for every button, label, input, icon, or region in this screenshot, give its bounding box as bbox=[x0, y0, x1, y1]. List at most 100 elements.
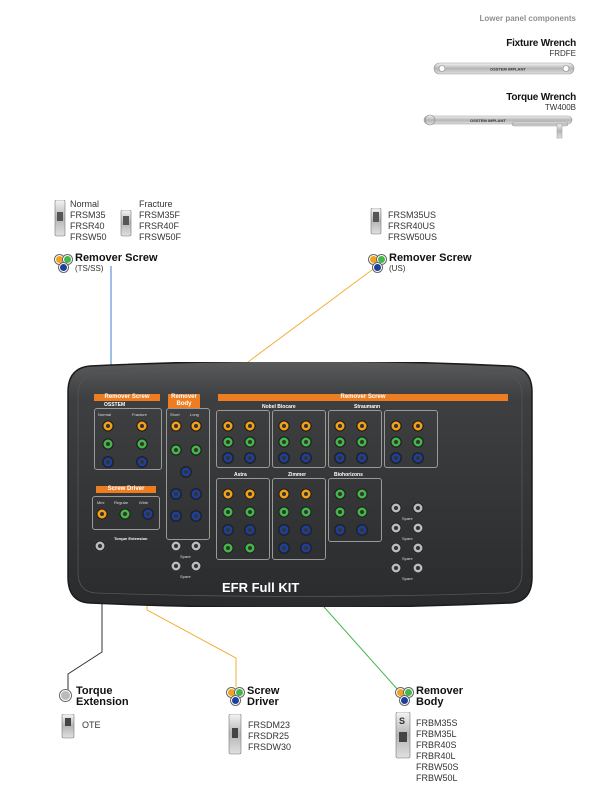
socket-slot[interactable] bbox=[390, 436, 402, 448]
socket-slot[interactable] bbox=[334, 436, 346, 448]
blue-dot-icon bbox=[231, 696, 240, 705]
spare-slot[interactable] bbox=[390, 502, 402, 514]
socket-slot[interactable] bbox=[102, 438, 114, 450]
socket-slot[interactable] bbox=[180, 466, 192, 478]
spare-slot[interactable] bbox=[190, 540, 202, 552]
code-item: FRBM35S bbox=[416, 718, 458, 728]
kit-label-wide: Wide bbox=[139, 500, 149, 505]
kit-straumann-label: Straumann bbox=[354, 404, 381, 410]
socket-slot[interactable] bbox=[170, 488, 182, 500]
socket-slot[interactable] bbox=[222, 506, 234, 518]
socket-slot[interactable] bbox=[142, 508, 154, 520]
torque-extension-slot[interactable] bbox=[94, 540, 106, 552]
socket-slot[interactable] bbox=[278, 524, 290, 536]
remover-body-icon: S bbox=[395, 712, 411, 759]
socket-slot[interactable] bbox=[334, 524, 346, 536]
col-head-normal: Normal bbox=[70, 199, 100, 209]
socket-slot[interactable] bbox=[96, 508, 108, 520]
socket-slot[interactable] bbox=[278, 436, 290, 448]
socket-slot[interactable] bbox=[170, 510, 182, 522]
code-item: FRSDR25 bbox=[248, 731, 290, 741]
socket-slot[interactable] bbox=[300, 452, 312, 464]
socket-slot[interactable] bbox=[222, 488, 234, 500]
socket-slot[interactable] bbox=[244, 420, 256, 432]
socket-slot[interactable] bbox=[244, 542, 256, 554]
socket-slot[interactable] bbox=[244, 436, 256, 448]
screw-driver-icon bbox=[228, 714, 242, 755]
socket-slot[interactable] bbox=[244, 488, 256, 500]
socket-slot[interactable] bbox=[244, 452, 256, 464]
spare-slot[interactable] bbox=[170, 540, 182, 552]
socket-slot[interactable] bbox=[390, 420, 402, 432]
socket-slot[interactable] bbox=[190, 420, 202, 432]
socket-slot[interactable] bbox=[170, 420, 182, 432]
torque-extension-icon bbox=[61, 714, 75, 739]
socket-slot[interactable] bbox=[222, 420, 234, 432]
kit-label-fracture: Fracture bbox=[132, 412, 147, 417]
socket-slot[interactable] bbox=[356, 488, 368, 500]
spare-slot[interactable] bbox=[412, 542, 424, 554]
blue-dot-icon bbox=[400, 696, 409, 705]
remover-body-title-1: Remover bbox=[416, 685, 464, 697]
spare-slot[interactable] bbox=[390, 522, 402, 534]
kit-biohorizons-section bbox=[328, 478, 382, 542]
socket-slot[interactable] bbox=[412, 452, 424, 464]
socket-slot[interactable] bbox=[300, 488, 312, 500]
kit-spare-label: Spare bbox=[402, 556, 413, 561]
socket-slot[interactable] bbox=[300, 524, 312, 536]
torque-wrench-info: Torque Wrench TW400B bbox=[506, 92, 576, 112]
socket-slot[interactable] bbox=[300, 420, 312, 432]
spare-slot[interactable] bbox=[190, 560, 202, 572]
torque-extension-label: Torque Extension bbox=[76, 686, 129, 708]
socket-slot[interactable] bbox=[356, 524, 368, 536]
socket-slot[interactable] bbox=[356, 452, 368, 464]
socket-slot[interactable] bbox=[356, 436, 368, 448]
socket-slot[interactable] bbox=[334, 420, 346, 432]
socket-slot[interactable] bbox=[334, 488, 346, 500]
spare-slot[interactable] bbox=[390, 562, 402, 574]
socket-slot[interactable] bbox=[136, 438, 148, 450]
code-item: OTE bbox=[82, 720, 101, 730]
socket-slot[interactable] bbox=[190, 488, 202, 500]
green-dot-icon bbox=[377, 255, 386, 264]
socket-slot[interactable] bbox=[334, 452, 346, 464]
socket-slot[interactable] bbox=[278, 506, 290, 518]
socket-slot[interactable] bbox=[244, 506, 256, 518]
socket-slot[interactable] bbox=[136, 456, 148, 468]
socket-slot[interactable] bbox=[278, 542, 290, 554]
socket-slot[interactable] bbox=[222, 452, 234, 464]
socket-slot[interactable] bbox=[300, 436, 312, 448]
socket-slot[interactable] bbox=[190, 510, 202, 522]
socket-slot[interactable] bbox=[300, 506, 312, 518]
kit-biohorizons-label: Biohorizons bbox=[334, 472, 363, 478]
socket-slot[interactable] bbox=[390, 452, 402, 464]
socket-slot[interactable] bbox=[300, 542, 312, 554]
socket-slot[interactable] bbox=[222, 524, 234, 536]
socket-slot[interactable] bbox=[412, 436, 424, 448]
socket-slot[interactable] bbox=[244, 524, 256, 536]
socket-slot[interactable] bbox=[222, 436, 234, 448]
kit-zimmer-section bbox=[272, 478, 326, 560]
spare-slot[interactable] bbox=[412, 562, 424, 574]
socket-slot[interactable] bbox=[356, 506, 368, 518]
kit-nobel-section-b bbox=[272, 410, 326, 468]
spare-slot[interactable] bbox=[170, 560, 182, 572]
socket-slot[interactable] bbox=[102, 456, 114, 468]
socket-slot[interactable] bbox=[356, 420, 368, 432]
socket-slot[interactable] bbox=[170, 444, 182, 456]
kit-straumann-section-b bbox=[384, 410, 438, 468]
socket-slot[interactable] bbox=[278, 452, 290, 464]
spare-slot[interactable] bbox=[412, 522, 424, 534]
socket-slot[interactable] bbox=[136, 420, 148, 432]
socket-slot[interactable] bbox=[190, 444, 202, 456]
socket-slot[interactable] bbox=[278, 488, 290, 500]
socket-slot[interactable] bbox=[222, 542, 234, 554]
spare-slot[interactable] bbox=[412, 502, 424, 514]
socket-slot[interactable] bbox=[119, 508, 131, 520]
socket-slot[interactable] bbox=[412, 420, 424, 432]
socket-slot[interactable] bbox=[102, 420, 114, 432]
spare-slot[interactable] bbox=[390, 542, 402, 554]
code-item: FRBW50S bbox=[416, 762, 459, 772]
socket-slot[interactable] bbox=[334, 506, 346, 518]
socket-slot[interactable] bbox=[278, 420, 290, 432]
